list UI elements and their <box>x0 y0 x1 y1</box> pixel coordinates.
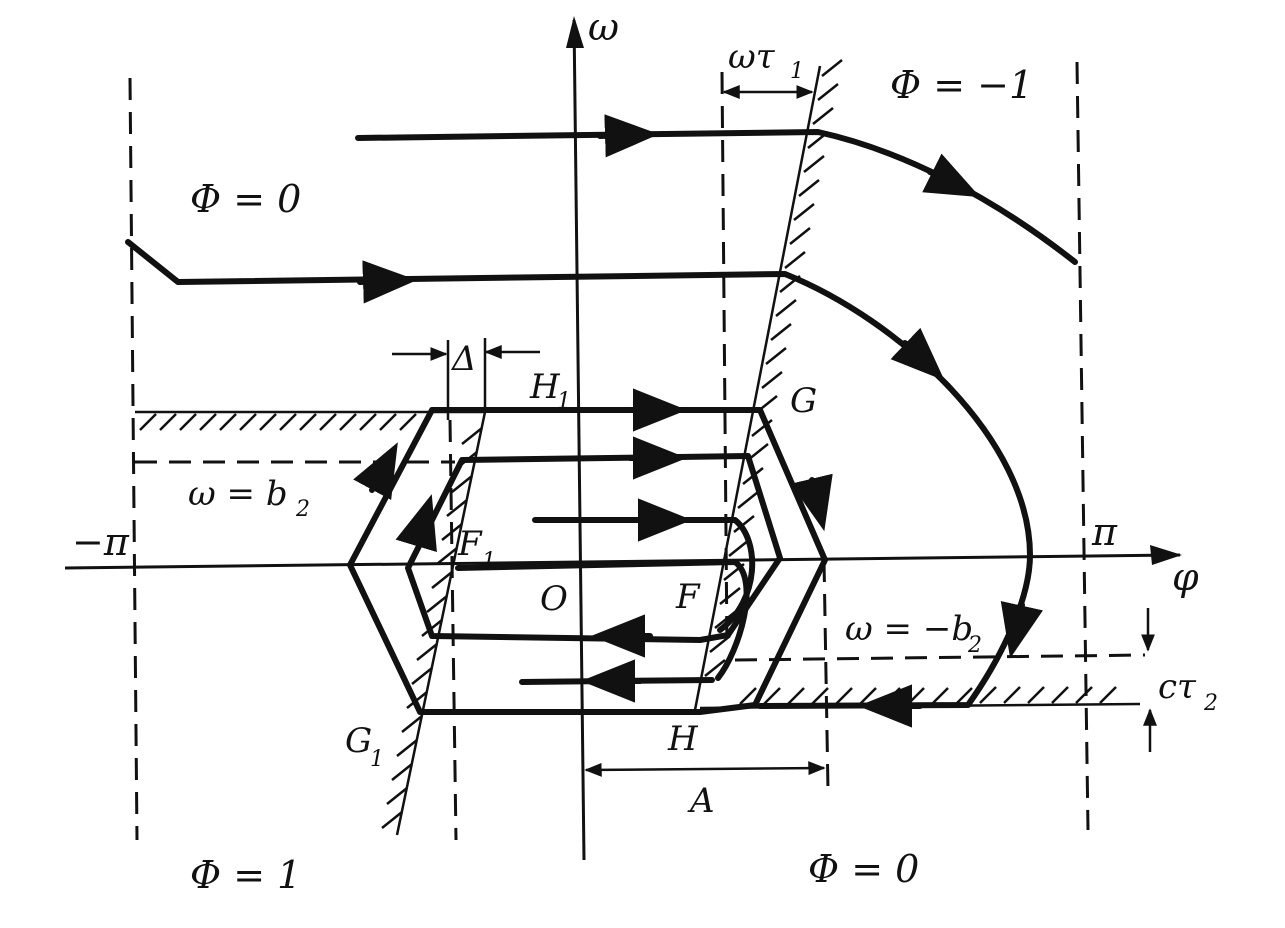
origin-label: O <box>540 579 568 619</box>
omega-axis <box>572 19 586 861</box>
boundary-minus-pi <box>128 77 139 841</box>
omega-minus-b2-sub: 2 <box>967 633 982 658</box>
G-label: G <box>790 381 817 421</box>
A-label: A <box>687 781 715 821</box>
hatched-strip-upper <box>135 410 485 431</box>
A-dimension <box>584 761 826 777</box>
G1-label: G <box>345 721 372 761</box>
omega-minus-b2-label: ω = −b <box>845 609 973 649</box>
limit-cycle-outer-arrow-3 <box>353 442 398 501</box>
c-tau-label: cτ <box>1158 667 1197 707</box>
trajectory-top-arrow-1 <box>597 114 659 158</box>
boundary-pi <box>1075 61 1090 831</box>
H1-sub: 1 <box>557 389 571 414</box>
omega-b2-label: ω = b <box>188 474 288 514</box>
trajectory-outer-arrow-1 <box>357 260 417 304</box>
phi-axis-label: φ <box>1172 555 1199 599</box>
cycle-middle <box>405 453 783 643</box>
region-phi-zero-bottom: Φ = 0 <box>808 847 919 891</box>
region-phi-one: Φ = 1 <box>190 853 301 897</box>
pi-label: π <box>1091 510 1118 554</box>
region-phi-minus-one: Φ = −1 <box>890 63 1033 107</box>
delta-label: Δ <box>450 339 477 379</box>
limit-cycle-outer <box>347 407 828 715</box>
minus-pi-label: −π <box>72 520 130 564</box>
F1-sub: 1 <box>482 549 496 574</box>
trajectory-top <box>355 129 1078 265</box>
omega-axis-arrowhead <box>566 16 584 48</box>
limit-cycle-outer-arrow-2 <box>790 473 833 532</box>
H1-label: H <box>529 367 561 407</box>
boundary-A-right <box>822 559 830 791</box>
omega-axis-label: ω <box>588 5 619 49</box>
omega-tau-sub: 1 <box>790 59 804 84</box>
cycle-middle-arrow-3 <box>395 494 437 553</box>
trajectory-center <box>455 559 750 681</box>
switching-line-upper <box>693 59 843 711</box>
trajectory-outer-arrow-2 <box>890 327 945 381</box>
switching-line-lower <box>381 411 487 836</box>
trajectory-outer-arrow-3 <box>1000 600 1043 659</box>
trajectory-top-arrow-2 <box>922 153 981 198</box>
region-phi-zero-top: Φ = 0 <box>190 177 301 221</box>
c-tau-sub: 2 <box>1203 691 1218 716</box>
omega-tau-label: ωτ <box>728 37 776 77</box>
trajectory-inner-upper <box>532 517 756 633</box>
F1-label: F <box>457 524 483 564</box>
line-omega-minus-b2 <box>734 653 1146 662</box>
omega-b2-sub: 2 <box>295 497 310 522</box>
boundary-left-inner <box>448 419 458 841</box>
F-label: F <box>675 577 701 617</box>
H-label: H <box>667 719 699 759</box>
phi-axis-arrowhead <box>1150 545 1182 565</box>
G1-sub: 1 <box>370 747 384 772</box>
